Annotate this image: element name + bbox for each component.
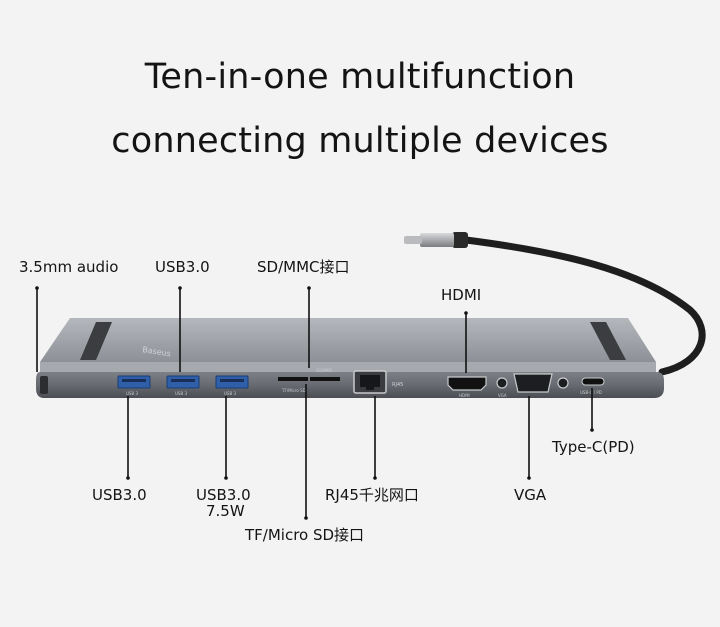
usb-port-2-caption: USB 3: [175, 391, 187, 396]
hdmi-caption: HDMI: [459, 393, 470, 398]
callout-sd-mmc: SD/MMC接口: [257, 258, 350, 276]
usb-c-caption: USB-C / PD: [580, 390, 602, 395]
usb-c-port: [581, 377, 605, 386]
callout-audio: 3.5mm audio: [19, 258, 119, 276]
usb-c-cable: [404, 232, 706, 376]
headline-line-2: connecting multiple devices: [111, 121, 609, 161]
callout-vga: VGA: [514, 486, 547, 504]
callout-typec: Type-C(PD): [552, 438, 635, 456]
usb-port-2: [166, 375, 200, 389]
tf-slot: [278, 377, 308, 381]
callout-hdmi: HDMI: [441, 286, 482, 304]
usb-port-1-caption: USB 3: [126, 391, 138, 396]
sd-slot: [310, 377, 340, 381]
audio-port: [40, 376, 48, 394]
vga-port: [513, 373, 553, 393]
rj45-caption: RJ45: [392, 382, 403, 388]
callout-tf: TF/Micro SD接口: [245, 526, 365, 544]
usb-port-3: [215, 375, 249, 389]
port-row: USB 3 USB 3 USB 3 TF/Micro SD SD/MMC RJ4…: [40, 368, 605, 398]
brand-logo: Baseus: [142, 345, 172, 358]
tf-caption: TF/Micro SD: [281, 388, 306, 393]
callout-usb-mid-power: 7.5W: [206, 502, 245, 520]
usb-port-3-caption: USB 3: [224, 391, 236, 396]
hub-body: Baseus: [36, 318, 664, 398]
vga-caption: VGA: [498, 393, 507, 398]
hdmi-port: [447, 376, 487, 391]
vga-screw-left: [496, 377, 508, 389]
headline-line-1: Ten-in-one multifunction: [144, 57, 576, 97]
usb-port-1: [117, 375, 151, 389]
leader-dots: [35, 286, 594, 520]
sd-caption: SD/MMC: [316, 368, 333, 373]
callout-rj45: RJ45千兆网口: [325, 486, 419, 504]
callout-usb-left: USB3.0: [92, 486, 147, 504]
vga-screw-right: [557, 377, 569, 389]
rj45-port: [353, 370, 387, 394]
callout-usb-mid: USB3.0: [196, 486, 251, 504]
leader-lines: [36, 288, 593, 518]
callout-usb-top: USB3.0: [155, 258, 210, 276]
